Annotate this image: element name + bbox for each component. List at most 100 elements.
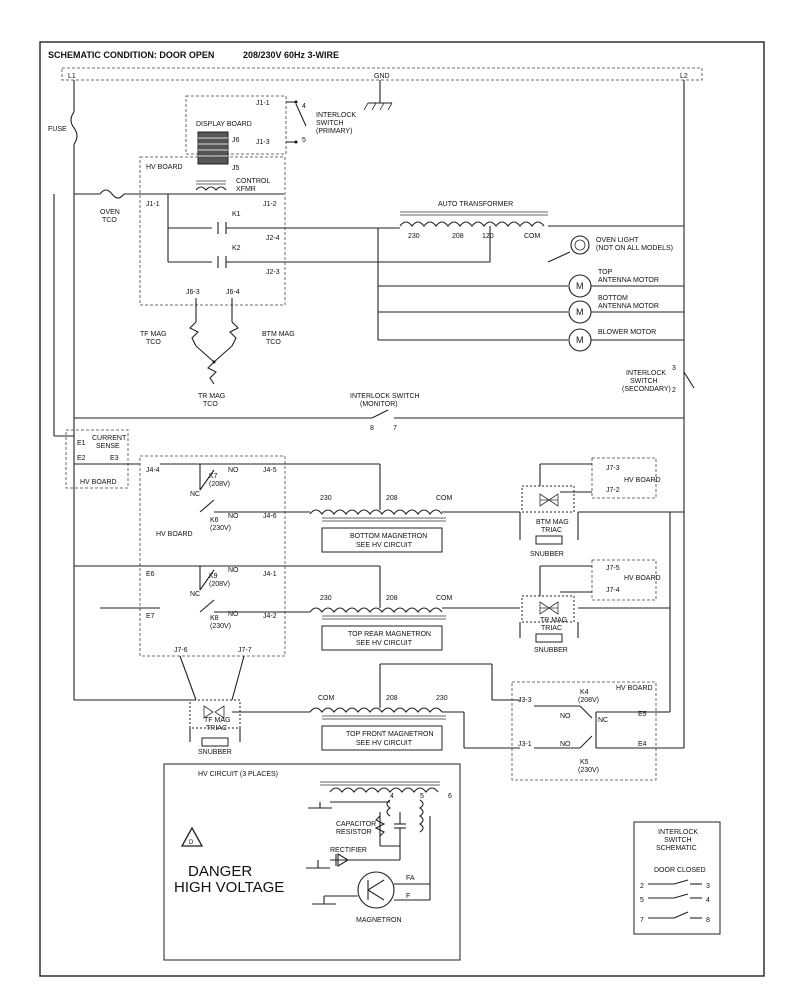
svg-text:J7-3: J7-3 — [606, 465, 620, 472]
svg-text:E6: E6 — [146, 571, 155, 578]
svg-text:2: 2 — [672, 387, 676, 394]
svg-text:TRIAC: TRIAC — [206, 725, 227, 732]
svg-text:SWITCH: SWITCH — [316, 120, 344, 127]
svg-text:3: 3 — [706, 883, 710, 890]
svg-text:OVEN LIGHT: OVEN LIGHT — [596, 237, 639, 244]
svg-text:E2: E2 — [77, 455, 86, 462]
svg-text:NC: NC — [190, 491, 200, 498]
svg-text:K6: K6 — [210, 517, 219, 524]
svg-text:TOP REAR MAGNETRON: TOP REAR MAGNETRON — [348, 631, 431, 638]
svg-text:(230V): (230V) — [210, 623, 231, 630]
svg-text:FA: FA — [406, 875, 415, 882]
top-front-magnetron-transformer: COM 208 230 TOP FRONT MAGNETRON SEE HV C… — [74, 663, 520, 751]
svg-text:3: 3 — [672, 365, 676, 372]
warning-icon: D — [189, 840, 194, 846]
svg-text:CURRENT: CURRENT — [92, 435, 127, 442]
svg-text:CAPACITOR: CAPACITOR — [336, 821, 376, 828]
svg-text:(MONITOR): (MONITOR) — [360, 401, 398, 408]
svg-text:SNUBBER: SNUBBER — [198, 749, 232, 756]
schematic-condition: SCHEMATIC CONDITION: DOOR OPEN — [48, 50, 214, 60]
svg-text:TCO: TCO — [146, 339, 161, 346]
svg-text:INTERLOCK: INTERLOCK — [658, 829, 698, 836]
svg-text:HV BOARD: HV BOARD — [80, 479, 117, 486]
svg-text:J2-3: J2-3 — [266, 269, 280, 276]
svg-text:ANTENNA MOTOR: ANTENNA MOTOR — [598, 277, 659, 284]
svg-text:MAGNETRON: MAGNETRON — [356, 917, 402, 924]
svg-text:J4-4: J4-4 — [146, 467, 160, 474]
svg-text:7: 7 — [640, 917, 644, 924]
svg-text:8: 8 — [706, 917, 710, 924]
svg-text:BTM MAG: BTM MAG — [262, 331, 295, 338]
svg-text:K8: K8 — [210, 615, 219, 622]
svg-text:NO: NO — [228, 513, 239, 520]
svg-text:L1: L1 — [68, 73, 76, 80]
svg-text:J7-7: J7-7 — [238, 647, 252, 654]
svg-text:208: 208 — [452, 233, 464, 240]
interlock-switch-secondary: 3 2 INTERLOCK SWITCH (SECONDARY) — [622, 365, 695, 394]
svg-text:NO: NO — [560, 741, 571, 748]
svg-text:J6: J6 — [232, 137, 240, 144]
svg-text:E7: E7 — [146, 613, 155, 620]
svg-text:K2: K2 — [232, 245, 241, 252]
svg-text:J7-4: J7-4 — [606, 587, 620, 594]
oven-light: OVEN LIGHT (NOT ON ALL MODELS) — [547, 235, 673, 263]
svg-text:K5: K5 — [580, 759, 589, 766]
bottom-magnetron-transformer: 230 208 COM BOTTOM MAGNETRON SEE HV CIRC… — [284, 463, 520, 553]
svg-text:NC: NC — [598, 717, 608, 724]
ground-symbol — [363, 80, 393, 111]
tf-mag-triac: TF MAG TRIAC SNUBBER — [179, 655, 245, 756]
svg-text:BOTTOM: BOTTOM — [598, 295, 628, 302]
svg-text:HIGH VOLTAGE: HIGH VOLTAGE — [174, 879, 284, 896]
svg-text:J4-5: J4-5 — [263, 467, 277, 474]
svg-text:DISPLAY BOARD: DISPLAY BOARD — [196, 121, 252, 128]
svg-text:J3-3: J3-3 — [518, 697, 532, 704]
svg-text:8: 8 — [370, 425, 374, 432]
svg-text:208: 208 — [386, 695, 398, 702]
hv-circuit-inset: HV CIRCUIT (3 PLACES) 4 5 6 CAPACITOR RE… — [163, 763, 461, 961]
svg-text:4: 4 — [302, 103, 306, 110]
svg-text:INTERLOCK SWITCH: INTERLOCK SWITCH — [350, 393, 420, 400]
svg-text:230: 230 — [436, 695, 448, 702]
svg-text:FUSE: FUSE — [48, 126, 67, 133]
interlock-switch-primary: 4 5 INTERLOCK SWITCH (PRIMARY) — [294, 100, 356, 144]
svg-text:M: M — [576, 307, 584, 317]
supply-bus: L1 GND L2 — [61, 67, 703, 418]
svg-text:(208V): (208V) — [209, 481, 230, 488]
svg-text:J7-5: J7-5 — [606, 565, 620, 572]
svg-text:(SECONDARY): (SECONDARY) — [622, 386, 671, 393]
hv-board-top: HV BOARD CONTROL XFMR J1-1 J1-2 K1 K2 J2… — [139, 156, 286, 306]
svg-text:(230V): (230V) — [210, 525, 231, 532]
svg-text:HV BOARD: HV BOARD — [156, 531, 193, 538]
svg-text:K7: K7 — [209, 473, 218, 480]
svg-text:230: 230 — [408, 233, 420, 240]
svg-text:(208V): (208V) — [209, 581, 230, 588]
svg-text:TF MAG: TF MAG — [140, 331, 166, 338]
svg-text:SEE HV CIRCUIT: SEE HV CIRCUIT — [356, 740, 413, 747]
svg-text:BTM MAG: BTM MAG — [536, 519, 569, 526]
svg-text:TRIAC: TRIAC — [541, 527, 562, 534]
btm-mag-triac: J7-3 J7-2 HV BOARD BTM MAG TRIAC SNUBBER — [519, 457, 684, 558]
svg-text:SNUBBER: SNUBBER — [534, 647, 568, 654]
svg-text:NO: NO — [228, 467, 239, 474]
svg-text:K9: K9 — [209, 573, 218, 580]
svg-text:GND: GND — [374, 73, 390, 80]
svg-text:M: M — [576, 281, 584, 291]
svg-text:INTERLOCK: INTERLOCK — [316, 112, 356, 119]
svg-text:NO: NO — [228, 567, 239, 574]
top-antenna-motor: M TOP ANTENNA MOTOR — [378, 269, 684, 298]
svg-text:120: 120 — [482, 233, 494, 240]
svg-text:E5: E5 — [638, 711, 647, 718]
svg-text:BLOWER MOTOR: BLOWER MOTOR — [598, 329, 656, 336]
svg-text:AUTO TRANSFORMER: AUTO TRANSFORMER — [438, 201, 513, 208]
svg-text:208: 208 — [386, 495, 398, 502]
svg-text:E3: E3 — [110, 455, 119, 462]
svg-text:HV CIRCUIT (3 PLACES): HV CIRCUIT (3 PLACES) — [198, 771, 278, 778]
svg-text:TOP: TOP — [598, 269, 613, 276]
svg-text:TOP FRONT MAGNETRON: TOP FRONT MAGNETRON — [346, 731, 434, 738]
svg-text:TCO: TCO — [266, 339, 281, 346]
display-board: DISPLAY BOARD J1-1 J1-3 J6 J6 J5 — [185, 95, 296, 172]
svg-text:TCO: TCO — [203, 401, 218, 408]
svg-text:M: M — [576, 335, 584, 345]
svg-text:L2: L2 — [680, 73, 688, 80]
